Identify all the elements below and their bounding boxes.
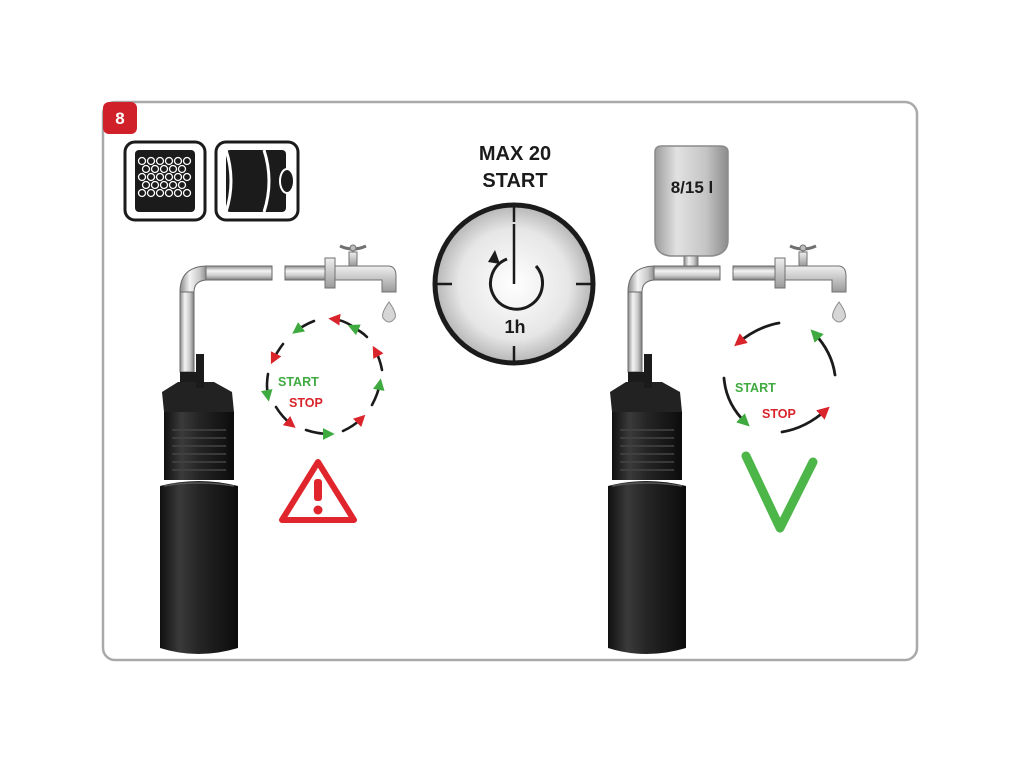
water-drop-icon-right: [832, 301, 846, 323]
timer-duration: 1h: [504, 317, 525, 337]
cycle-arrows-left: [260, 313, 385, 440]
stop-label-right: STOP: [762, 407, 796, 421]
step-number: 8: [115, 109, 124, 128]
tank-label: 8/15 l: [671, 178, 714, 197]
pressure-tank-icon: 8/15 l: [654, 145, 729, 269]
water-drop-icon: [382, 301, 396, 323]
cycle-arrows-right: [722, 321, 837, 434]
tap-icon: [324, 244, 397, 293]
warning-triangle-icon: [279, 459, 357, 523]
power-icon: [488, 250, 544, 311]
timer-line-1: MAX 20: [479, 143, 551, 165]
submersible-pump-left: [160, 265, 326, 654]
filter-mesh-icon: [123, 140, 207, 222]
timer-line-2: START: [482, 170, 547, 192]
filter-cylinder-icon: [214, 140, 300, 222]
submersible-pump-right: [608, 265, 776, 654]
step-badge: 8: [103, 102, 137, 134]
checkmark-icon: [741, 451, 818, 533]
stop-label-left: STOP: [289, 396, 323, 410]
timer-dial-icon: [432, 202, 596, 366]
start-label-left: START: [278, 375, 319, 389]
tap-icon-right: [774, 244, 847, 293]
start-label-right: START: [735, 381, 776, 395]
